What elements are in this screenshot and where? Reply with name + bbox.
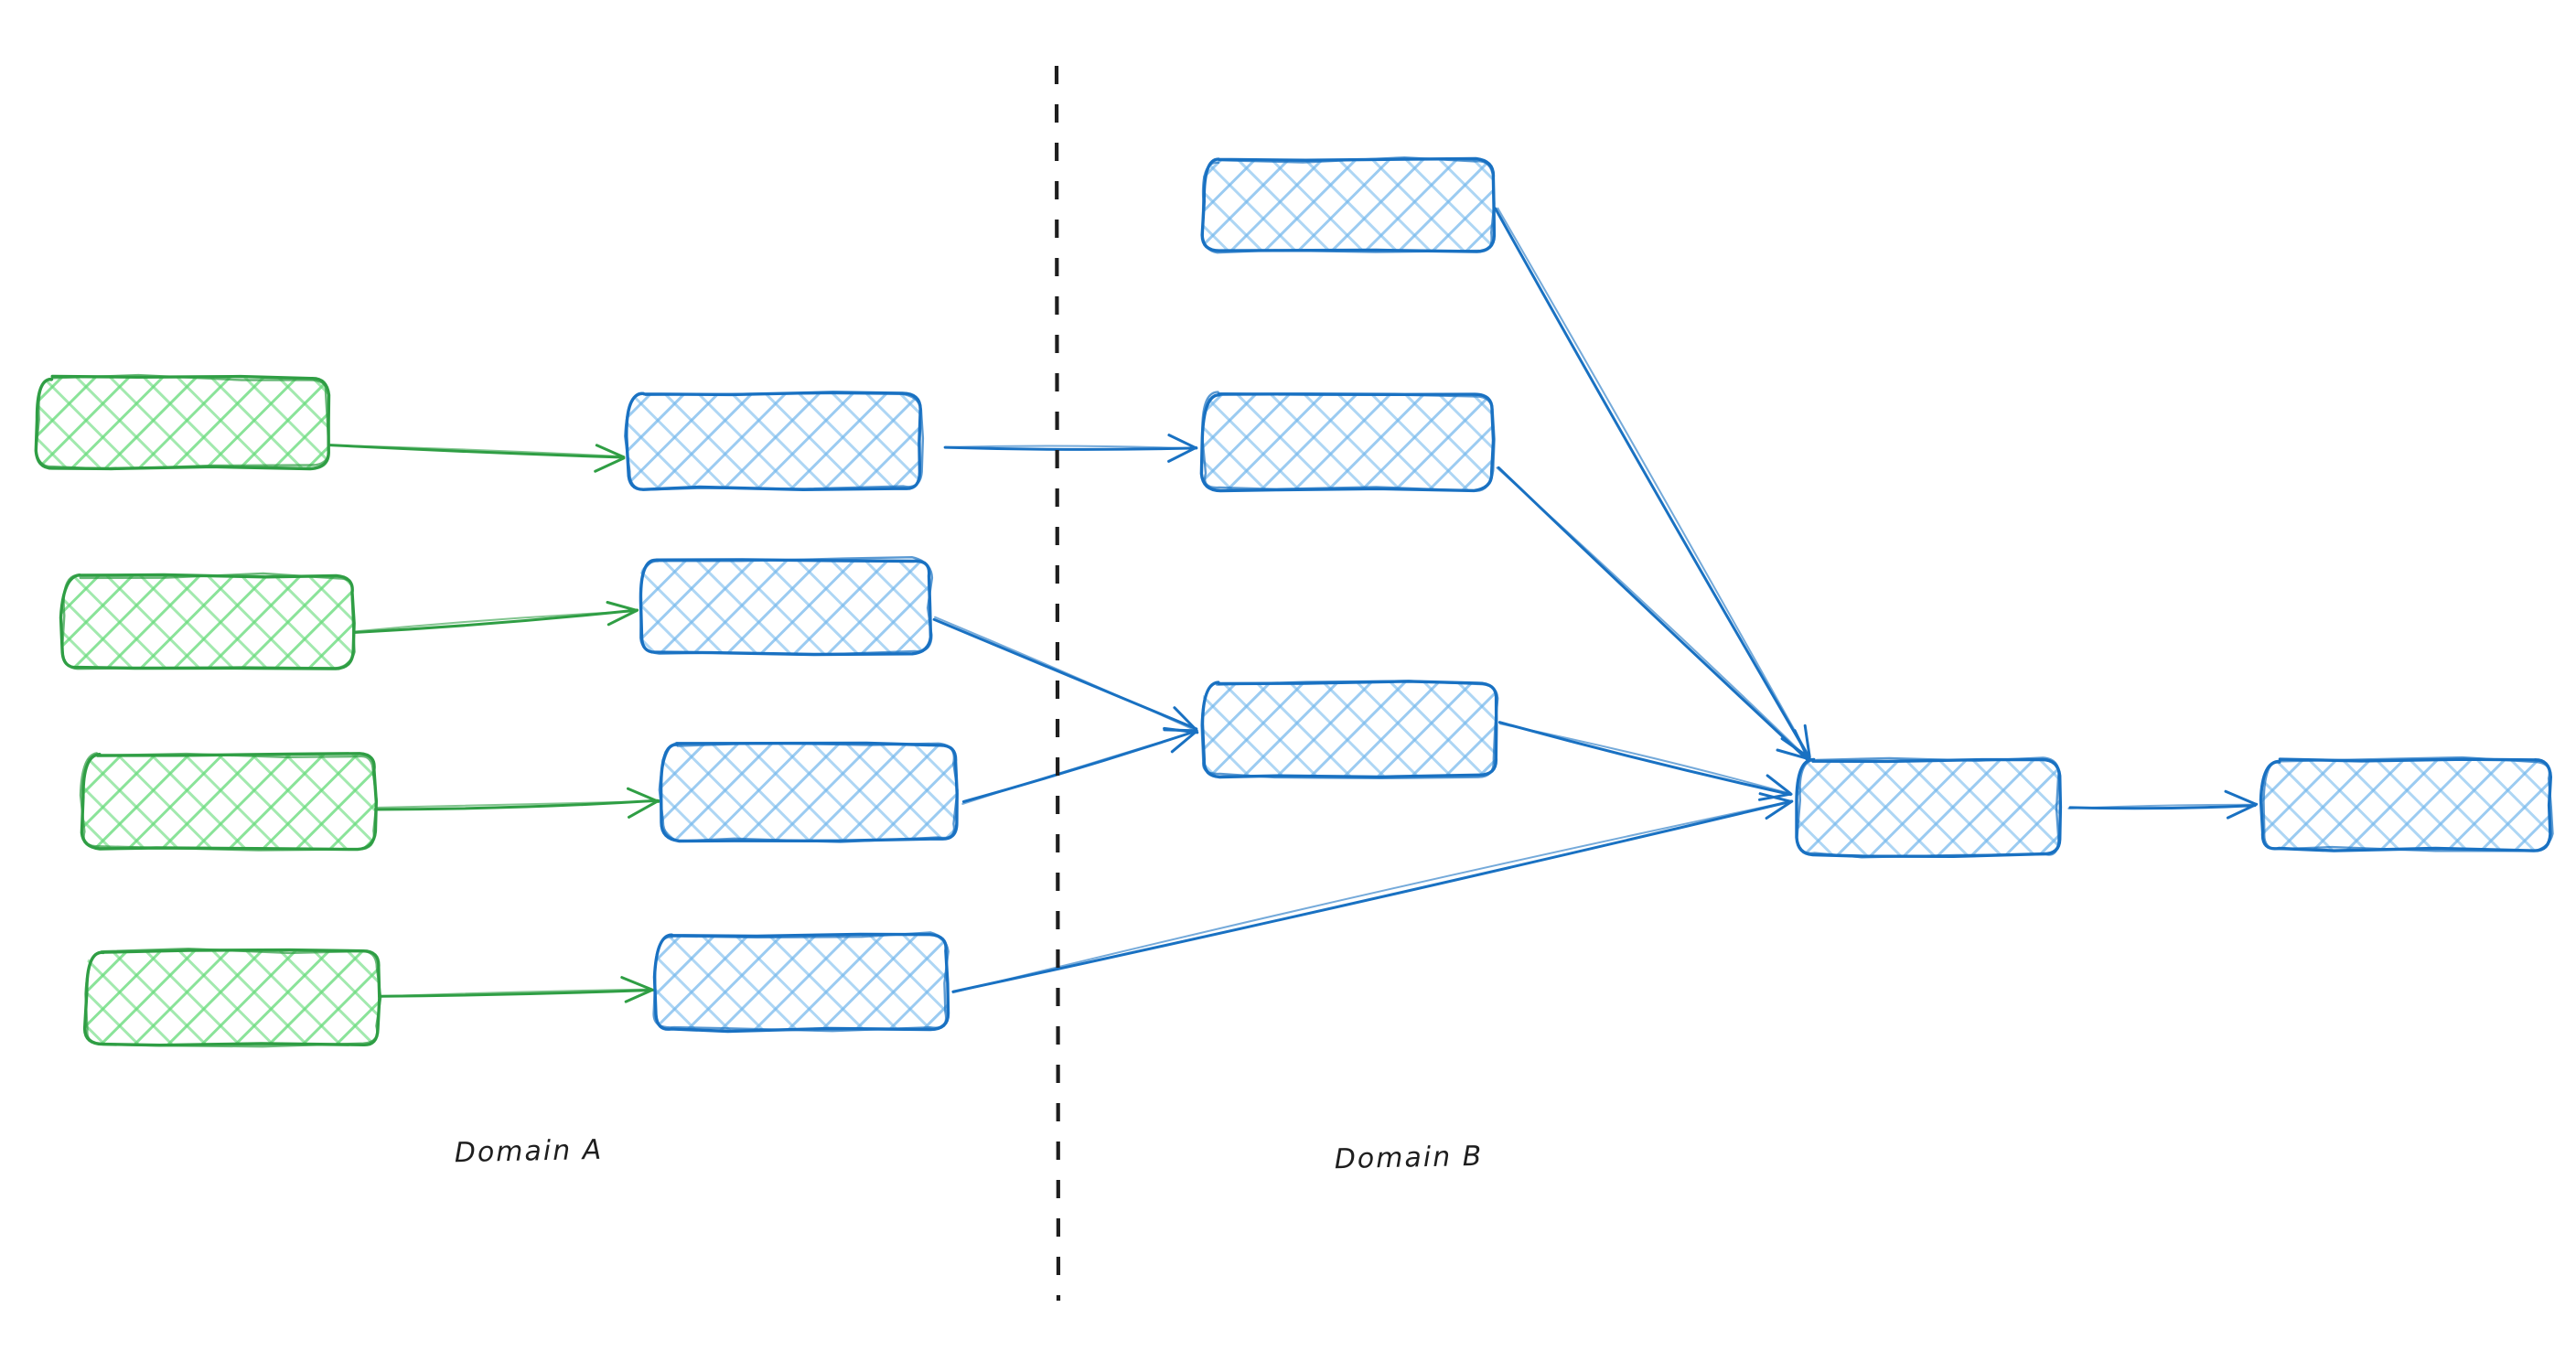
node-fill-hatch-b — [1798, 760, 2059, 855]
edge-shaft — [961, 730, 1198, 805]
node-outline — [79, 752, 378, 852]
edge-e-src4-proc4[interactable] — [378, 976, 655, 1003]
node-a-proc-2[interactable] — [637, 556, 934, 657]
node-fill-hatch-b — [2262, 760, 2550, 850]
node-outline — [639, 556, 934, 656]
edge-e-proc2-bnode3[interactable] — [932, 616, 1198, 733]
edge-shaft — [354, 610, 639, 633]
node-fill-hatch-b — [656, 935, 947, 1030]
node-outline — [1796, 756, 2060, 859]
edge-e-bnode2-bmerge[interactable] — [1496, 466, 1809, 761]
edge-shaft — [943, 445, 1197, 450]
edge-e-src1-proc1[interactable] — [328, 444, 626, 473]
node-a-proc-3[interactable] — [658, 741, 960, 843]
edge-shaft — [934, 616, 1197, 732]
node-layer — [33, 156, 2554, 1048]
edge-e-src3-proc3[interactable] — [374, 787, 660, 819]
edge-shaft — [943, 445, 1198, 451]
edge-shaft — [377, 800, 660, 809]
edge-arrowhead — [1163, 726, 1199, 734]
edge-e-bmerge-boutput[interactable] — [2067, 789, 2259, 820]
edge-shaft — [952, 799, 1793, 994]
node-b-node-1[interactable] — [1199, 156, 1497, 255]
edge-arrowhead — [1167, 445, 1197, 463]
node-outline — [84, 948, 382, 1048]
node-outline — [34, 374, 331, 471]
node-outline — [35, 373, 330, 471]
domain-divider — [1054, 65, 1061, 1302]
edge-arrowhead — [1758, 792, 1792, 801]
node-fill-hatch-b — [1203, 682, 1496, 776]
node-outline — [2262, 756, 2554, 852]
edge-layer — [328, 207, 2259, 1003]
edge-arrowhead — [1765, 799, 1794, 820]
node-fill-hatch-b — [62, 576, 353, 668]
edge-arrowhead — [606, 609, 638, 627]
divider-layer — [1054, 65, 1061, 1302]
label-domain-b: Domain B — [1334, 1140, 1484, 1176]
node-outline — [624, 391, 925, 491]
node-a-proc-1[interactable] — [624, 390, 925, 492]
edge-e-src2-proc2[interactable] — [354, 601, 639, 634]
edge-arrowhead — [624, 988, 654, 1003]
node-outline — [1201, 156, 1496, 254]
node-a-src-4[interactable] — [82, 948, 382, 1048]
edge-arrowhead — [606, 601, 639, 612]
edge-shaft — [1494, 207, 1811, 760]
edge-shaft — [1496, 466, 1809, 760]
edge-shaft — [951, 799, 1794, 993]
label-domain-a: Domain A — [454, 1133, 604, 1170]
edge-e-proc1-bnode2[interactable] — [943, 434, 1198, 463]
node-fill-hatch-b — [1203, 394, 1492, 489]
edge-shaft — [2067, 803, 2257, 809]
node-fill-hatch-b — [1203, 160, 1494, 252]
node-a-src-3[interactable] — [79, 751, 379, 852]
edge-shaft — [1497, 207, 1810, 758]
node-outline — [1200, 680, 1499, 779]
edge-shaft — [380, 988, 653, 998]
edge-e-bnode3-bmerge[interactable] — [1497, 721, 1793, 801]
node-outline — [1201, 391, 1496, 492]
node-a-proc-4[interactable] — [652, 931, 950, 1034]
edge-arrowhead — [1173, 706, 1197, 731]
node-fill-hatch-b — [82, 755, 375, 848]
edge-arrowhead — [1766, 774, 1792, 796]
node-b-node-3[interactable] — [1199, 679, 1499, 779]
node-a-src-1[interactable] — [33, 373, 331, 471]
divider-dashed-line — [1054, 65, 1061, 1302]
node-fill-hatch-b — [640, 560, 929, 653]
node-fill-hatch-b — [86, 951, 379, 1045]
edge-arrowhead — [2224, 789, 2258, 806]
node-outline — [652, 931, 950, 1033]
edge-e-proc4-bmerge[interactable] — [951, 792, 1794, 994]
edge-arrowhead — [1170, 730, 1198, 754]
edge-arrowhead — [595, 444, 626, 459]
edge-arrowhead — [1776, 748, 1809, 760]
node-b-output[interactable] — [2259, 756, 2554, 853]
node-b-merge[interactable] — [1794, 756, 2063, 859]
node-b-node-2[interactable] — [1199, 391, 1496, 493]
node-a-src-2[interactable] — [59, 572, 357, 671]
edge-arrowhead — [594, 456, 626, 473]
edge-shaft — [328, 444, 626, 458]
edge-arrowhead — [1167, 434, 1197, 450]
edge-arrowhead — [620, 976, 655, 991]
edge-arrowhead — [627, 787, 660, 803]
node-outline — [60, 572, 356, 670]
node-outline — [658, 742, 959, 843]
edge-arrowhead — [1793, 729, 1809, 760]
edge-e-bnode1-bmerge[interactable] — [1494, 207, 1811, 760]
node-fill-hatch-b — [628, 393, 920, 488]
edge-shaft — [1498, 723, 1793, 796]
edge-arrowhead — [1803, 724, 1811, 758]
node-fill-hatch-b — [37, 378, 327, 467]
edge-e-proc3-bnode3[interactable] — [961, 726, 1199, 805]
edge-arrowhead — [628, 799, 660, 819]
edge-arrowhead — [2226, 802, 2259, 820]
node-fill-hatch-b — [661, 745, 956, 840]
